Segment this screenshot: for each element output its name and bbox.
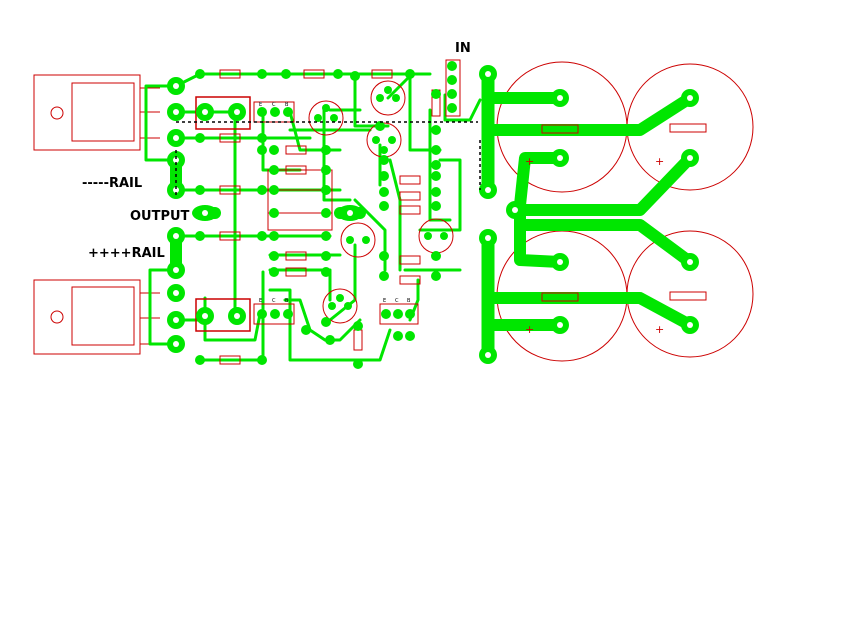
transistor-pin-labels: E C B E C B E C B (259, 102, 411, 304)
positive-rail-label: ++++RAIL (88, 246, 165, 261)
svg-text:E: E (259, 298, 262, 304)
svg-text:B: B (407, 298, 411, 304)
svg-text:E: E (383, 298, 386, 304)
svg-text:B: B (285, 102, 289, 108)
input-label: IN (455, 41, 471, 56)
svg-text:E: E (259, 102, 262, 108)
svg-text:C: C (272, 102, 276, 108)
svg-text:C: C (395, 298, 399, 304)
svg-text:B: B (285, 298, 289, 304)
svg-text:+: + (525, 155, 534, 168)
svg-text:+: + (655, 323, 664, 336)
drill-holes (173, 71, 693, 358)
negative-rail-label: -----RAIL (82, 176, 142, 191)
capacitor-plus-marks: + + + + (525, 155, 664, 336)
svg-text:+: + (525, 323, 534, 336)
jumpers (175, 121, 481, 196)
power-transistor-upper (33, 74, 160, 151)
svg-text:C: C (272, 298, 276, 304)
output-label: OUTPUT (130, 209, 190, 224)
svg-text:+: + (655, 155, 664, 168)
power-transistor-lower (33, 279, 160, 355)
